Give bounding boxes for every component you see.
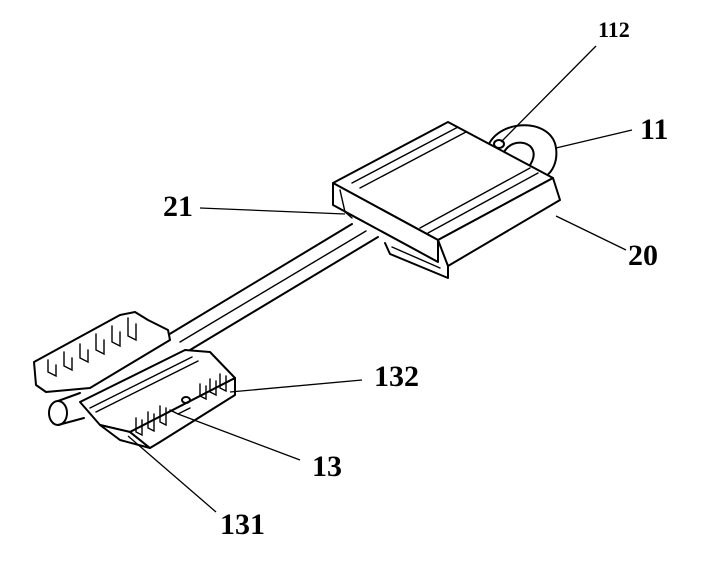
label-13: 13 (312, 450, 342, 483)
leader-11 (556, 130, 632, 148)
reference-numerals: 112 11 21 20 132 13 131 (163, 17, 668, 541)
leader-21 (200, 208, 345, 214)
key-shaft (168, 224, 378, 350)
leader-13 (178, 414, 300, 460)
key-bit (34, 312, 235, 448)
leader-20 (556, 216, 626, 250)
label-112: 112 (598, 17, 630, 42)
head-block (333, 122, 560, 278)
label-20: 20 (628, 239, 658, 272)
label-132: 132 (374, 360, 419, 393)
bit-cylinder (49, 401, 67, 425)
label-11: 11 (640, 113, 668, 146)
label-21: 21 (163, 190, 193, 223)
leader-131 (128, 436, 216, 512)
leader-132 (230, 380, 362, 392)
leader-112 (501, 46, 596, 142)
label-131: 131 (220, 508, 265, 541)
leader-lines (128, 46, 632, 512)
